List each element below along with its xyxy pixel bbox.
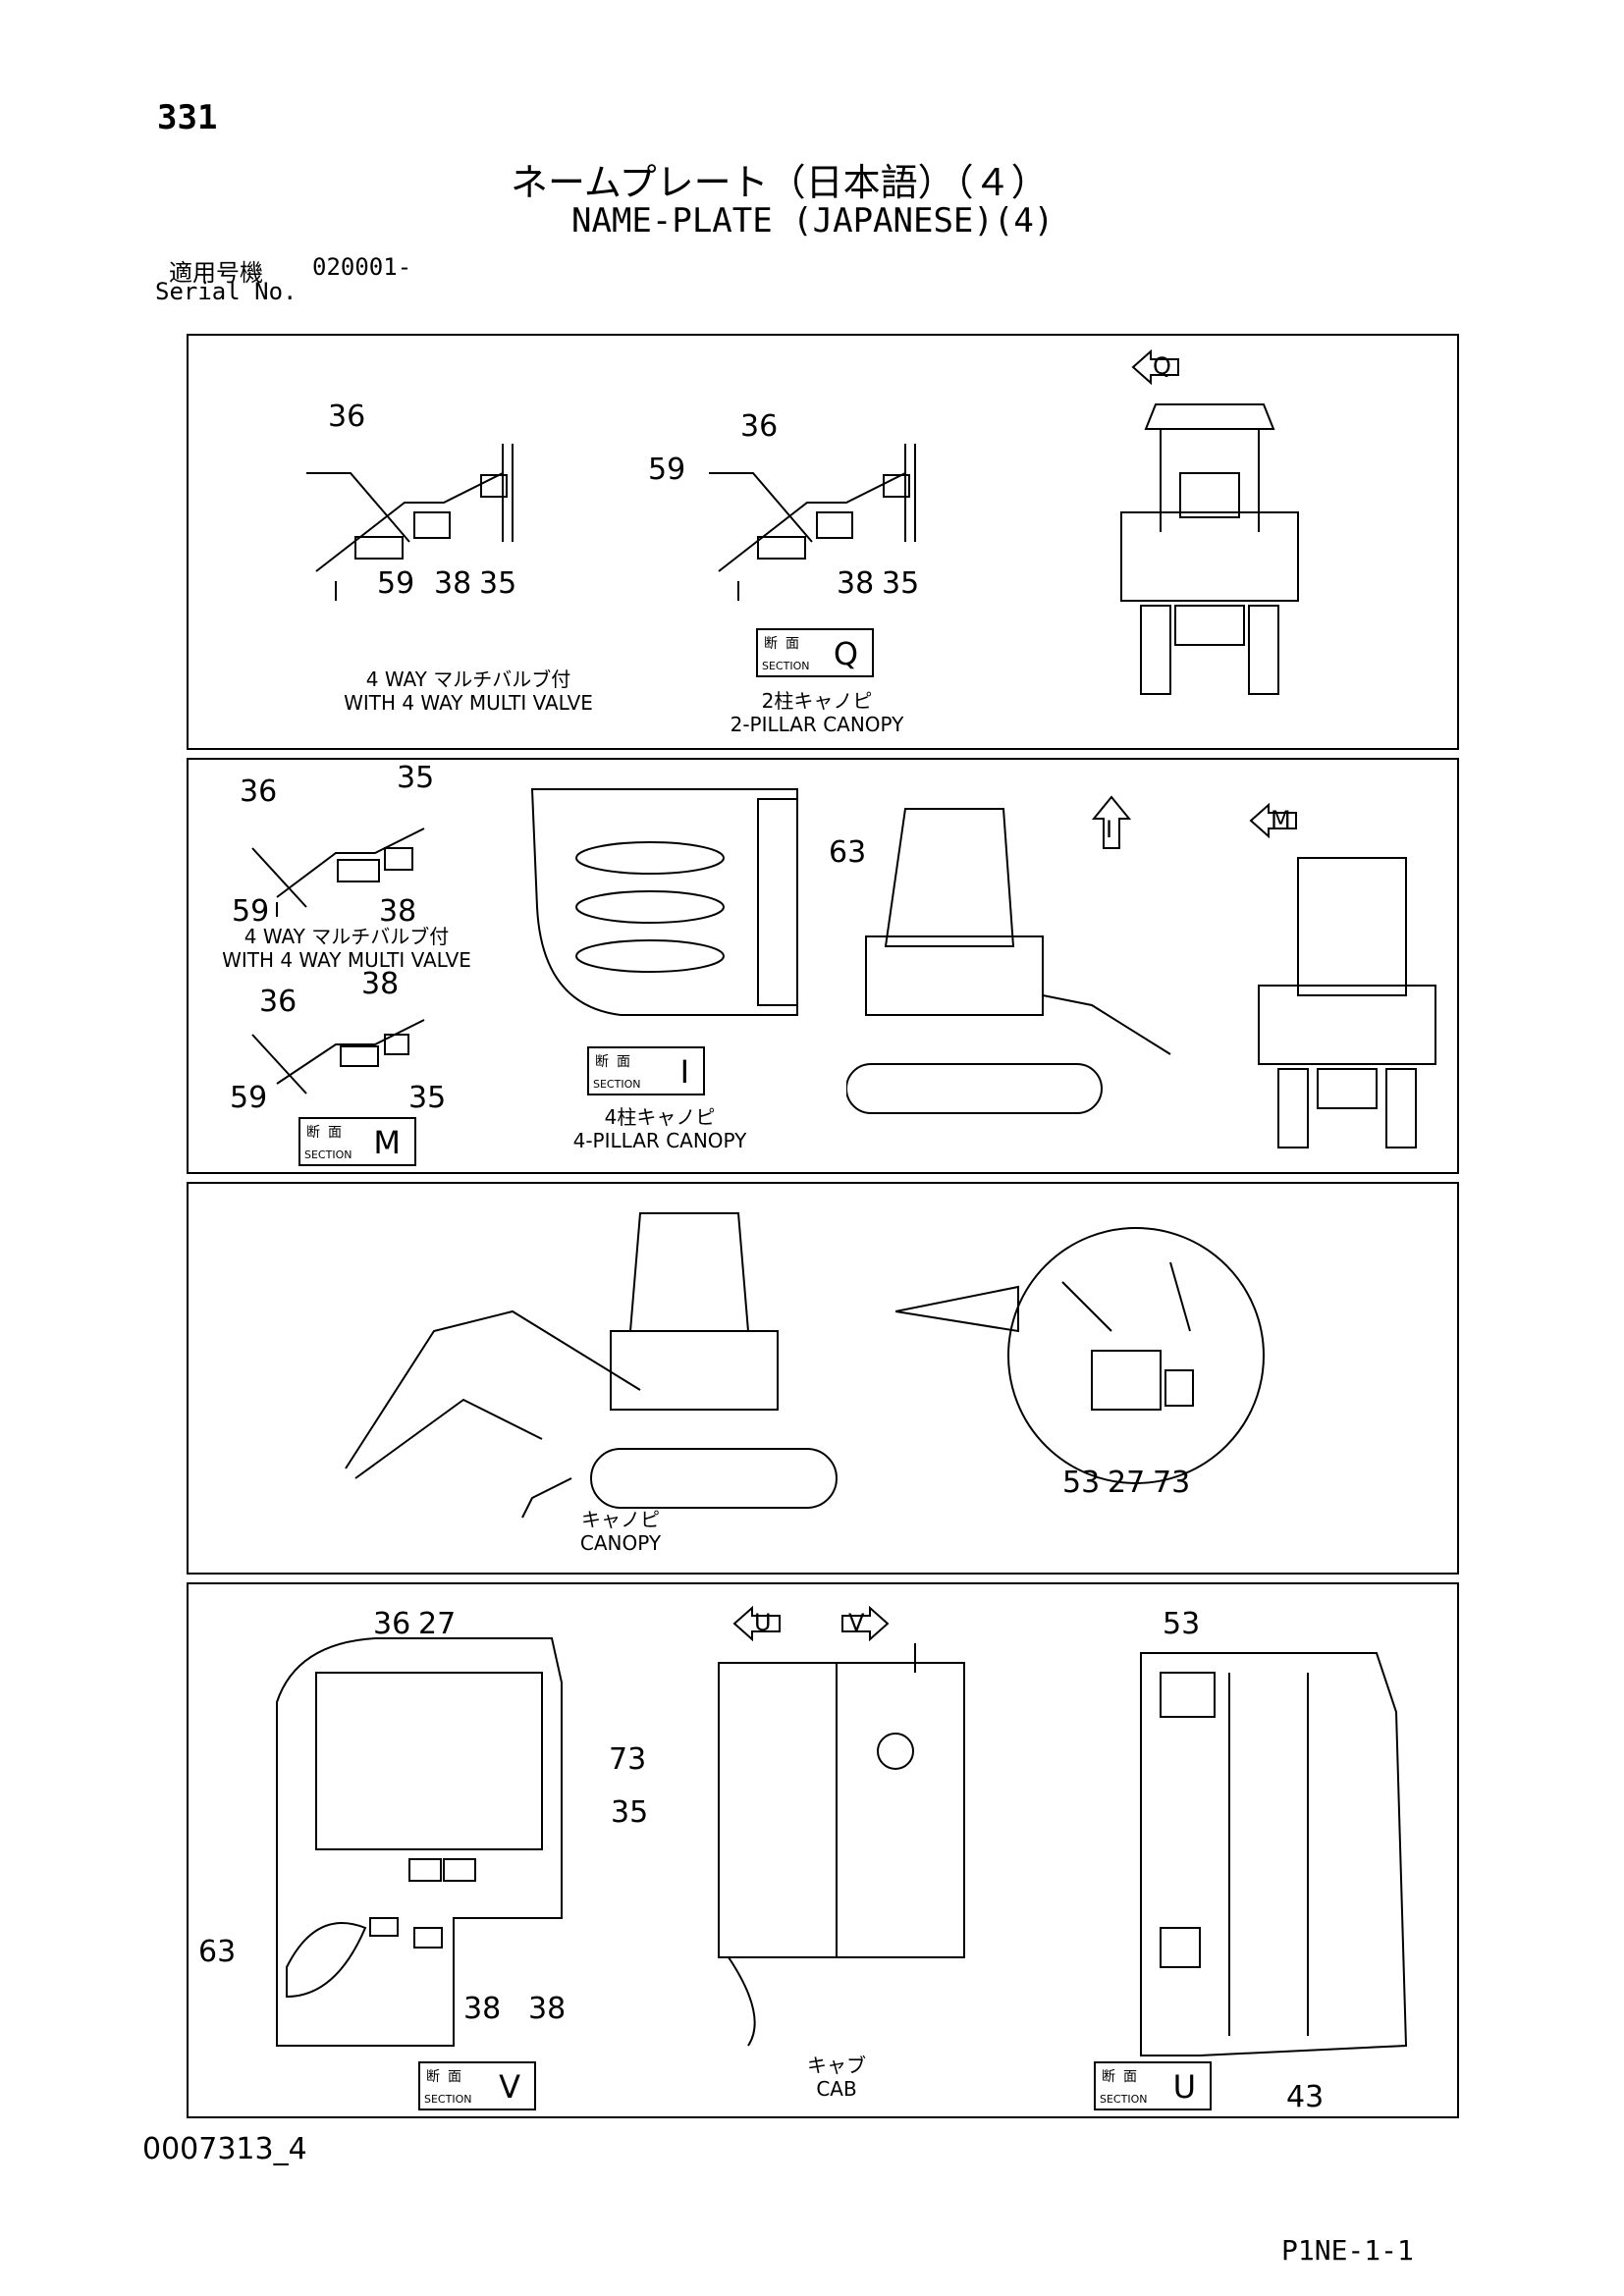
- caption-multi-valve-en: WITH 4 WAY MULTI VALVE: [222, 948, 471, 972]
- caption-multi-valve-en: WITH 4 WAY MULTI VALVE: [344, 691, 593, 715]
- caption-cab-en: CAB: [816, 2077, 857, 2101]
- detail-circle-drawing: [1007, 1227, 1265, 1484]
- view-arrow-m: M: [1249, 803, 1298, 838]
- callout-38: 38: [434, 566, 472, 601]
- serial-label-jp: 適用号機: [169, 259, 263, 287]
- caption-multi-valve-jp: 4 WAY マルチバルブ付: [244, 925, 450, 948]
- callout-38: 38: [837, 566, 875, 601]
- panel-section-q: 36 59 38 35 4 WAY マルチバルブ付 WITH 4 WAY MUL…: [187, 334, 1459, 750]
- left-detail-drawing: [306, 444, 514, 601]
- title-japanese: ネームプレート（日本語）（４）: [511, 161, 1049, 204]
- cab-interior-side-view: [1140, 1652, 1408, 2056]
- callout-38: 38: [361, 967, 400, 1001]
- callout-35: 35: [882, 566, 920, 601]
- callout-43: 43: [1286, 2080, 1325, 2114]
- callout-73: 73: [1153, 1466, 1191, 1500]
- title-english: NAME-PLATE (JAPANESE)(4): [571, 201, 1055, 240]
- callout-63: 63: [829, 835, 867, 870]
- cab-interior-front-view: [276, 1637, 563, 2047]
- callout-59: 59: [377, 566, 415, 601]
- panel-cab: 36 27 73 35 63 38 38 断面 SECTION V U V キャ…: [187, 1582, 1459, 2118]
- callout-35: 35: [408, 1081, 447, 1115]
- section-label-v: 断面 SECTION V: [418, 2061, 536, 2110]
- caption-cab-jp: キャブ: [807, 2054, 866, 2077]
- callout-63: 63: [198, 1935, 237, 1969]
- view-arrow-v: V: [840, 1606, 890, 1641]
- section-label-q: 断面 SECTION Q: [756, 628, 874, 677]
- caption-multi-valve-jp: 4 WAY マルチバルブ付: [365, 667, 571, 691]
- callout-59: 59: [230, 1081, 268, 1115]
- section-label-i: 断面 SECTION I: [587, 1046, 705, 1095]
- view-arrow-u: U: [732, 1606, 782, 1641]
- caption-2-pillar-en: 2-PILLAR CANOPY: [730, 713, 904, 736]
- view-arrow-q: Q: [1131, 349, 1180, 385]
- section-label-m: 断面 SECTION M: [298, 1117, 416, 1166]
- callout-38: 38: [379, 894, 417, 929]
- canopy-frame-drawing: [530, 788, 798, 1016]
- panel-canopy: 53 27 73 キャノピ CANOPY: [187, 1182, 1459, 1575]
- middle-detail-drawing: [709, 444, 916, 601]
- callout-36: 36: [740, 409, 779, 444]
- excavator-rear-view: [1120, 403, 1299, 695]
- excavator-full-side-view: [345, 1212, 838, 1519]
- callout-53: 53: [1062, 1466, 1101, 1500]
- excavator-side-view: [846, 808, 1171, 1114]
- callout-35: 35: [479, 566, 517, 601]
- caption-2-pillar-jp: 2柱キャノピ: [761, 689, 873, 713]
- callout-59: 59: [232, 894, 270, 929]
- panel-section-i-m: 36 35 59 38 4 WAY マルチバルブ付 WITH 4 WAY MUL…: [187, 758, 1459, 1174]
- callout-36: 36: [259, 985, 298, 1019]
- callout-35: 35: [397, 761, 435, 795]
- caption-canopy-jp: キャノピ: [581, 1508, 660, 1531]
- callout-38: 38: [528, 1992, 567, 2026]
- cab-exterior-side-view: [718, 1643, 965, 2047]
- drawing-id: 0007313_4: [142, 2132, 307, 2166]
- bottom-left-detail-drawing: [251, 1019, 425, 1095]
- excavator-rear-view-4-pillar: [1258, 857, 1436, 1148]
- callout-35: 35: [611, 1795, 649, 1830]
- page-code: P1NE-1-1: [1281, 2234, 1414, 2267]
- caption-4-pillar-jp: 4柱キャノピ: [604, 1105, 716, 1129]
- callout-38: 38: [463, 1992, 502, 2026]
- callout-36: 36: [328, 400, 366, 434]
- callout-73: 73: [609, 1742, 647, 1777]
- callout-53: 53: [1163, 1607, 1201, 1641]
- callout-59: 59: [648, 453, 686, 487]
- caption-canopy-en: CANOPY: [579, 1531, 662, 1555]
- caption-4-pillar-en: 4-PILLAR CANOPY: [572, 1129, 747, 1152]
- serial-label-en: Serial No.: [155, 278, 298, 305]
- callout-36: 36: [373, 1607, 411, 1641]
- serial-value: 020001-: [312, 253, 412, 281]
- callout-27: 27: [1108, 1466, 1146, 1500]
- callout-36: 36: [240, 774, 278, 809]
- view-arrow-i: I: [1092, 795, 1131, 850]
- section-label-u: 断面 SECTION U: [1094, 2061, 1212, 2110]
- page-number: 331: [157, 98, 218, 137]
- top-left-detail-drawing: [251, 828, 425, 917]
- callout-27: 27: [418, 1607, 457, 1641]
